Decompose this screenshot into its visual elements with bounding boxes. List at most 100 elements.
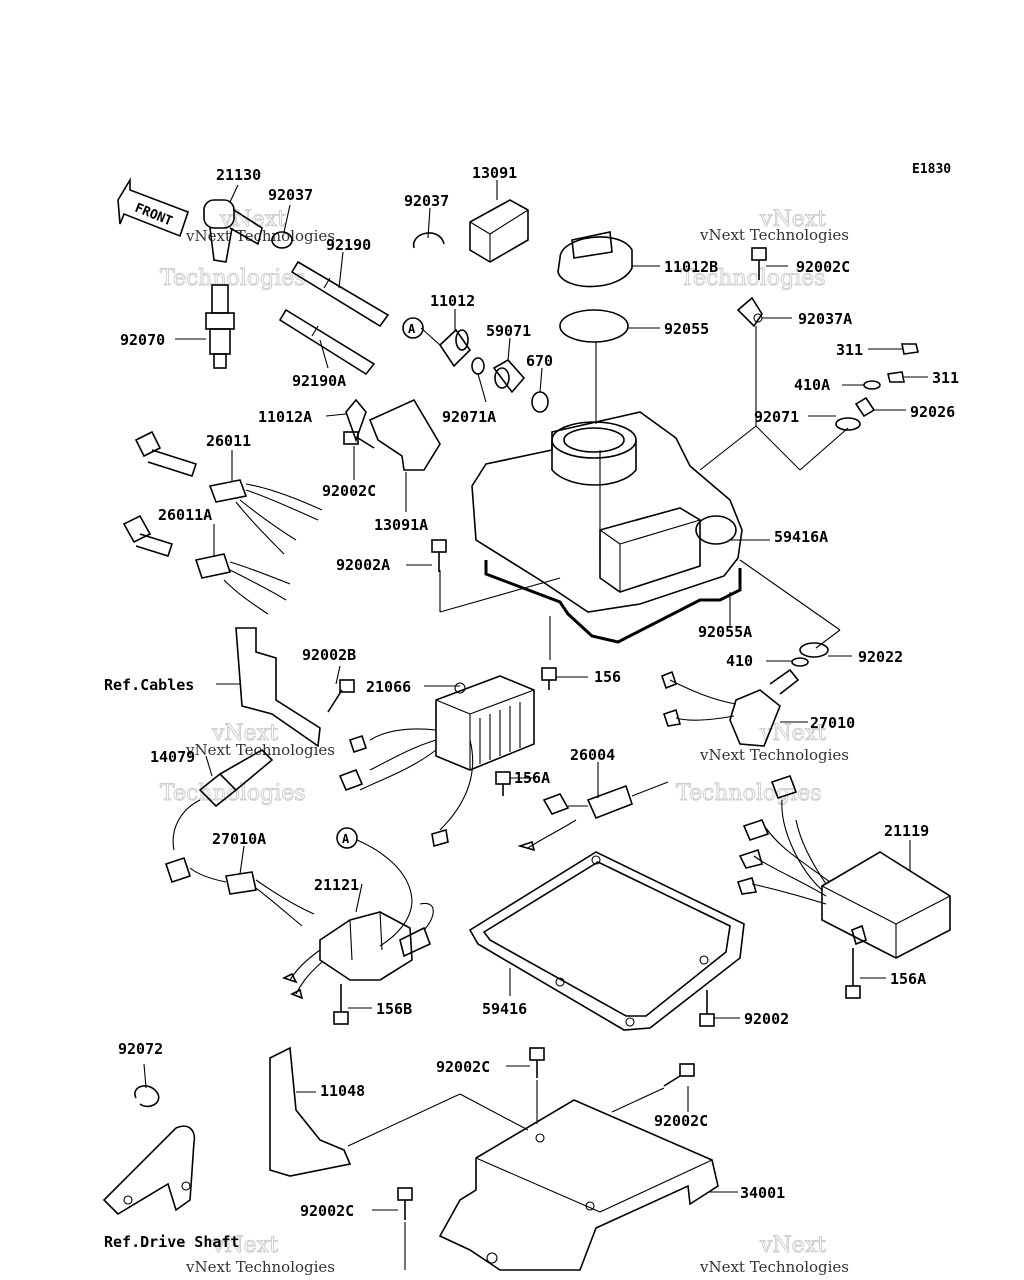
label-92002: 92002 <box>744 1010 789 1028</box>
label-14079: 14079 <box>150 748 195 766</box>
clamp-ring <box>271 204 293 249</box>
connector-a-top: A <box>402 317 424 339</box>
sensor-26011 <box>134 430 323 555</box>
label-ref-drive-shaft: Ref.Drive Shaft <box>104 1233 239 1251</box>
svg-text:Technologies: Technologies <box>680 266 826 291</box>
label-92026: 92026 <box>910 403 955 421</box>
label-92055: 92055 <box>664 320 709 338</box>
leader-lines-box <box>439 425 849 660</box>
bracket-block-13091 <box>469 180 529 263</box>
label-11012A: 11012A <box>258 408 312 426</box>
bracket-34001 <box>438 1099 738 1271</box>
bracket-ref-drive-shaft <box>102 1125 196 1216</box>
tube-92190A <box>278 308 376 376</box>
svg-text:A: A <box>408 322 416 336</box>
label-26004: 26004 <box>570 746 615 764</box>
label-92037A: 92037A <box>798 310 852 328</box>
label-156: 156 <box>594 668 621 686</box>
tube-92190 <box>290 251 390 328</box>
cap-11012 <box>420 309 472 368</box>
label-92055A: 92055A <box>698 623 752 641</box>
svg-text:vNext Technologies: vNext Technologies <box>699 746 849 764</box>
part-labels: 21130 92037 92037 13091 92190 92070 9219… <box>104 164 959 1251</box>
label-311-a: 311 <box>836 341 863 359</box>
gasket-59416 <box>468 851 745 1031</box>
washers-410-92022 <box>766 642 852 667</box>
label-21119: 21119 <box>884 822 929 840</box>
label-410: 410 <box>726 652 753 670</box>
o-ring-670 <box>531 367 549 413</box>
svg-text:vNext: vNext <box>219 207 286 232</box>
label-92071: 92071 <box>754 408 799 426</box>
label-156A-mid: 156A <box>514 769 550 787</box>
clip-92072 <box>134 1063 160 1108</box>
bolt-156 <box>541 667 588 690</box>
label-92002A: 92002A <box>336 556 390 574</box>
label-11048: 11048 <box>320 1082 365 1100</box>
hose-clip <box>413 207 445 249</box>
bolt-92002C-b2 <box>611 1063 695 1113</box>
label-92002C-mid: 92002C <box>322 482 376 500</box>
bolt-92002 <box>699 990 740 1027</box>
label-92002B: 92002B <box>302 646 356 664</box>
label-311-b: 311 <box>932 369 959 387</box>
label-92037-a: 92037 <box>268 186 313 204</box>
svg-text:vNext Technologies: vNext Technologies <box>185 741 335 759</box>
svg-text:vNext: vNext <box>759 207 826 232</box>
bolt-92002C-b3 <box>372 1187 413 1270</box>
svg-text:vNext Technologies: vNext Technologies <box>185 1258 335 1276</box>
svg-text:vNext Technologies: vNext Technologies <box>699 226 849 244</box>
diode-26004 <box>517 762 669 852</box>
label-92071A: 92071A <box>442 408 496 426</box>
label-92022: 92022 <box>858 648 903 666</box>
front-arrow: FRONT <box>117 177 190 238</box>
ignition-coil-21121 <box>281 883 434 1000</box>
sensor-26011A <box>122 514 291 615</box>
spark-plug <box>175 284 235 369</box>
label-34001: 34001 <box>740 1184 785 1202</box>
label-92002C-b3: 92002C <box>300 1202 354 1220</box>
bolt-92002C-b1 <box>506 1047 545 1124</box>
bolt-92002B <box>327 665 355 713</box>
bolt-156B <box>333 984 372 1025</box>
label-27010A: 27010A <box>212 830 266 848</box>
grommet-92071A <box>471 357 487 403</box>
diagram-code: E1830 <box>912 162 951 177</box>
label-21121: 21121 <box>314 876 359 894</box>
svg-text:vNext: vNext <box>759 1233 826 1258</box>
label-11012B: 11012B <box>664 258 718 276</box>
clip-92037A <box>736 296 792 426</box>
sensor-14079 <box>172 749 274 851</box>
label-59416A: 59416A <box>774 528 828 546</box>
label-21066: 21066 <box>366 678 411 696</box>
o-ring-92055 <box>559 309 660 424</box>
label-92072: 92072 <box>118 1040 163 1058</box>
label-92002C-top: 92002C <box>796 258 850 276</box>
label-59416: 59416 <box>482 1000 527 1018</box>
fitting-59071 <box>492 337 526 394</box>
label-156A-right: 156A <box>890 970 926 988</box>
label-13091: 13091 <box>472 164 517 182</box>
bracket-11048 <box>269 1046 529 1177</box>
label-92037-b: 92037 <box>404 192 449 210</box>
svg-text:A: A <box>342 832 350 846</box>
label-59071: 59071 <box>486 322 531 340</box>
svg-text:vNext Technologies: vNext Technologies <box>699 1258 849 1276</box>
bracket-ref-cables <box>216 627 321 748</box>
bolt-92002C-top <box>751 247 788 280</box>
svg-text:Technologies: Technologies <box>676 781 822 806</box>
bolt-92002C-mid <box>343 431 375 480</box>
sensor-27010A <box>164 845 315 927</box>
label-27010: 27010 <box>810 714 855 732</box>
label-92002C-b2: 92002C <box>654 1112 708 1130</box>
cap-11012B <box>557 231 660 288</box>
label-92190: 92190 <box>326 236 371 254</box>
label-26011A: 26011A <box>158 506 212 524</box>
plug-11012A <box>325 398 367 443</box>
electric-box-cover <box>471 411 770 613</box>
label-ref-cables: Ref.Cables <box>104 676 194 694</box>
label-92002C-b1: 92002C <box>436 1058 490 1076</box>
label-11012: 11012 <box>430 292 475 310</box>
label-410A: 410A <box>794 376 830 394</box>
